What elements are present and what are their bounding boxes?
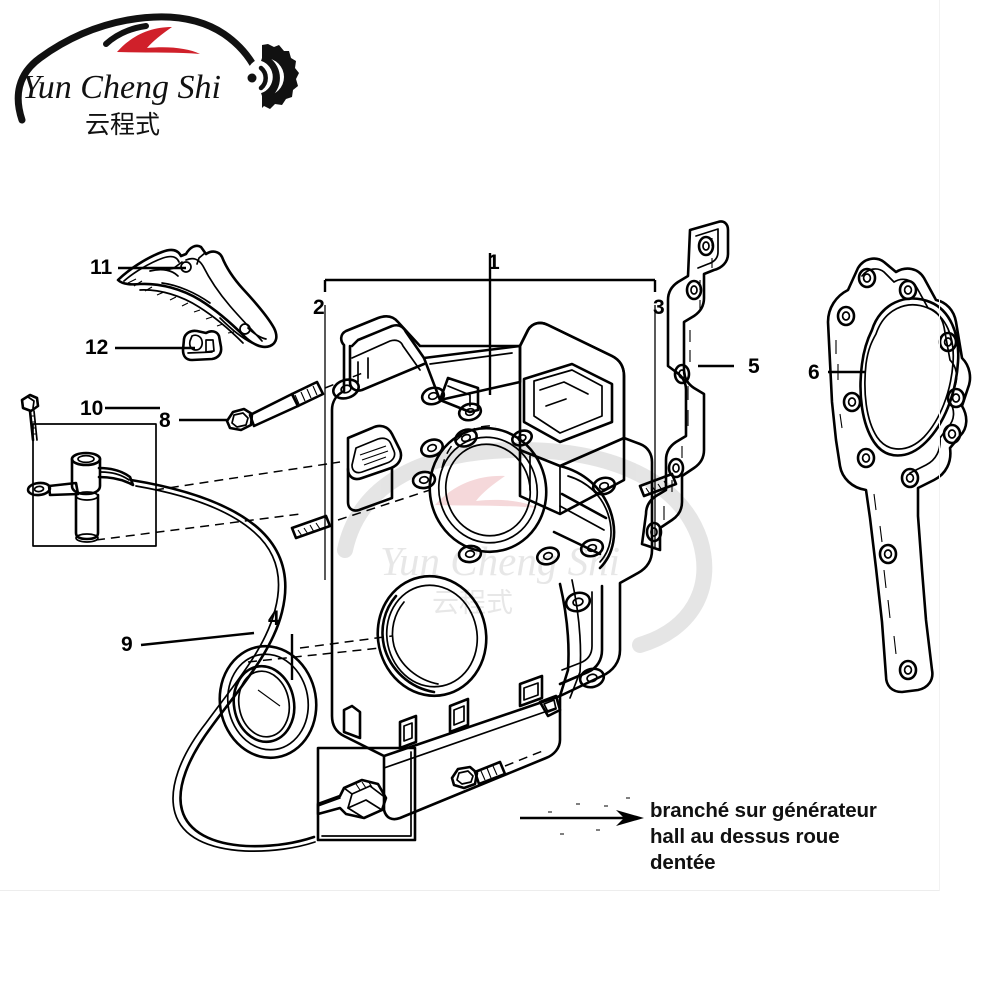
assembly-bracket-1-2-3 [323,253,657,580]
french-annotation: branché sur générateur hall au dessus ro… [650,798,950,877]
annotation-line-2: hall au dessus roue [650,825,840,849]
connector-inset-box [316,746,417,842]
signal-wave-icon [247,57,280,99]
part-11-chain-guide-rail [116,244,278,349]
callout-3: 3 [653,296,665,319]
callout-leader-lines [105,266,866,680]
callout-4: 4 [268,607,280,630]
brand-logo: Yun Cheng Shi 云程式 [0,0,320,150]
part-9-sensor-cable [129,478,316,853]
car-outline-icon [14,13,260,124]
part-1-timing-case-cover [290,315,678,821]
callout-6: 6 [808,361,820,384]
part-12-guide-rail-clip [181,329,223,362]
logo-brand-chinese: 云程式 [85,110,160,139]
callout-10: 10 [80,397,104,420]
part-9-connector-plug [316,778,388,820]
annotation-arrow [520,797,644,835]
logo-svg: Yun Cheng Shi 云程式 [14,13,299,139]
part-10-fixing-screw [20,393,40,442]
part-6-cover-gasket [826,257,972,694]
canvas-bottom-edge [0,890,940,891]
lower-hex-bolt [450,749,546,790]
callout-2: 2 [313,296,325,319]
callout-11: 11 [90,256,113,279]
part-4-shaft-seal [218,644,318,760]
callout-12: 12 [85,336,109,359]
callout-1: 1 [488,251,500,274]
logo-brand-latin: Yun Cheng Shi [22,69,221,106]
part-5-narrow-gasket [640,220,730,552]
assembly-dashed-lines [95,461,431,663]
watermark-swoosh-icon [435,475,538,508]
callout-5: 5 [748,355,760,378]
canvas-right-edge [939,0,940,891]
exploded-parts-diagram: .ln { fill:none; stroke:#000; stroke-wid… [20,220,972,853]
car-windshield-icon [103,23,149,47]
annotation-line-1: branché sur générateur [650,799,877,822]
callout-9: 9 [121,633,133,656]
part-9-pulse-sensor [26,451,135,543]
callout-8: 8 [159,409,171,432]
annotation-line-3: dentée [650,851,716,875]
red-swoosh-icon [117,27,200,54]
